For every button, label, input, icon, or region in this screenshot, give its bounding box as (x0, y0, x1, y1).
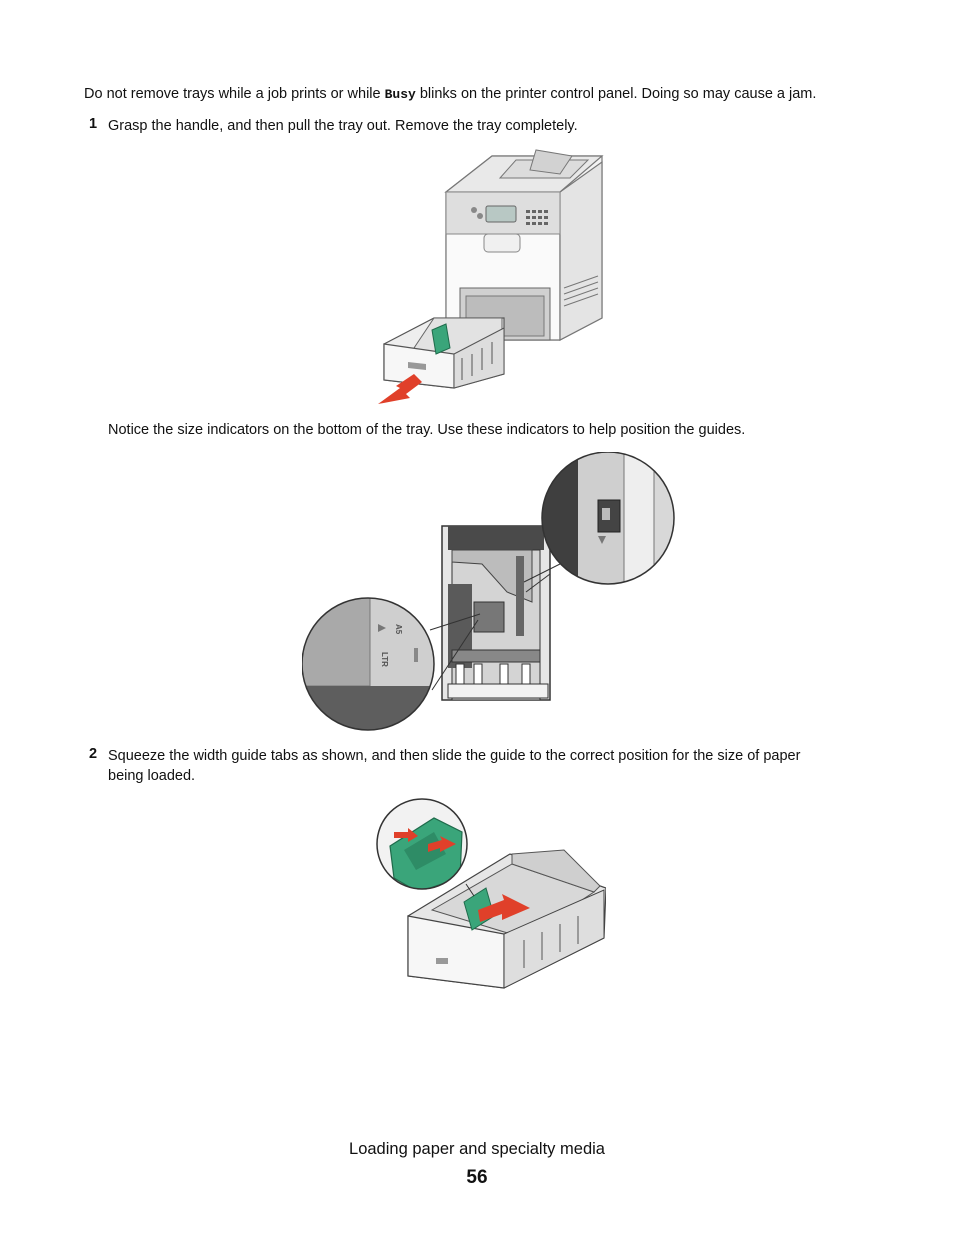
caution-after: blinks on the printer control panel. Doi… (415, 86, 817, 102)
page-number: 56 (466, 1167, 488, 1188)
zoom-label-a5: A5 (394, 624, 403, 635)
caution-before: Do not remove trays while a job prints o… (84, 86, 385, 102)
caution-text: Do not remove trays while a job prints o… (84, 84, 904, 105)
busy-code: Busy (384, 87, 416, 102)
step-1-number: 1 (89, 116, 98, 132)
step-2-number: 2 (89, 746, 98, 762)
footer-section-title: Loading paper and specialty media (349, 1140, 605, 1158)
zoom-label-ltr: LTR (380, 652, 389, 667)
step-2-line-1: Squeeze the width guide tabs as shown, a… (108, 748, 801, 764)
printer-tray-removal-figure (374, 148, 606, 412)
size-indicator-note: Notice the size indicators on the bottom… (108, 422, 746, 438)
step-2-line-2: being loaded. (108, 768, 196, 784)
step-1-text: Grasp the handle, and then pull the tray… (108, 118, 578, 134)
width-guide-figure (374, 798, 606, 990)
tray-size-indicators-figure: A5 LTR (302, 452, 678, 732)
